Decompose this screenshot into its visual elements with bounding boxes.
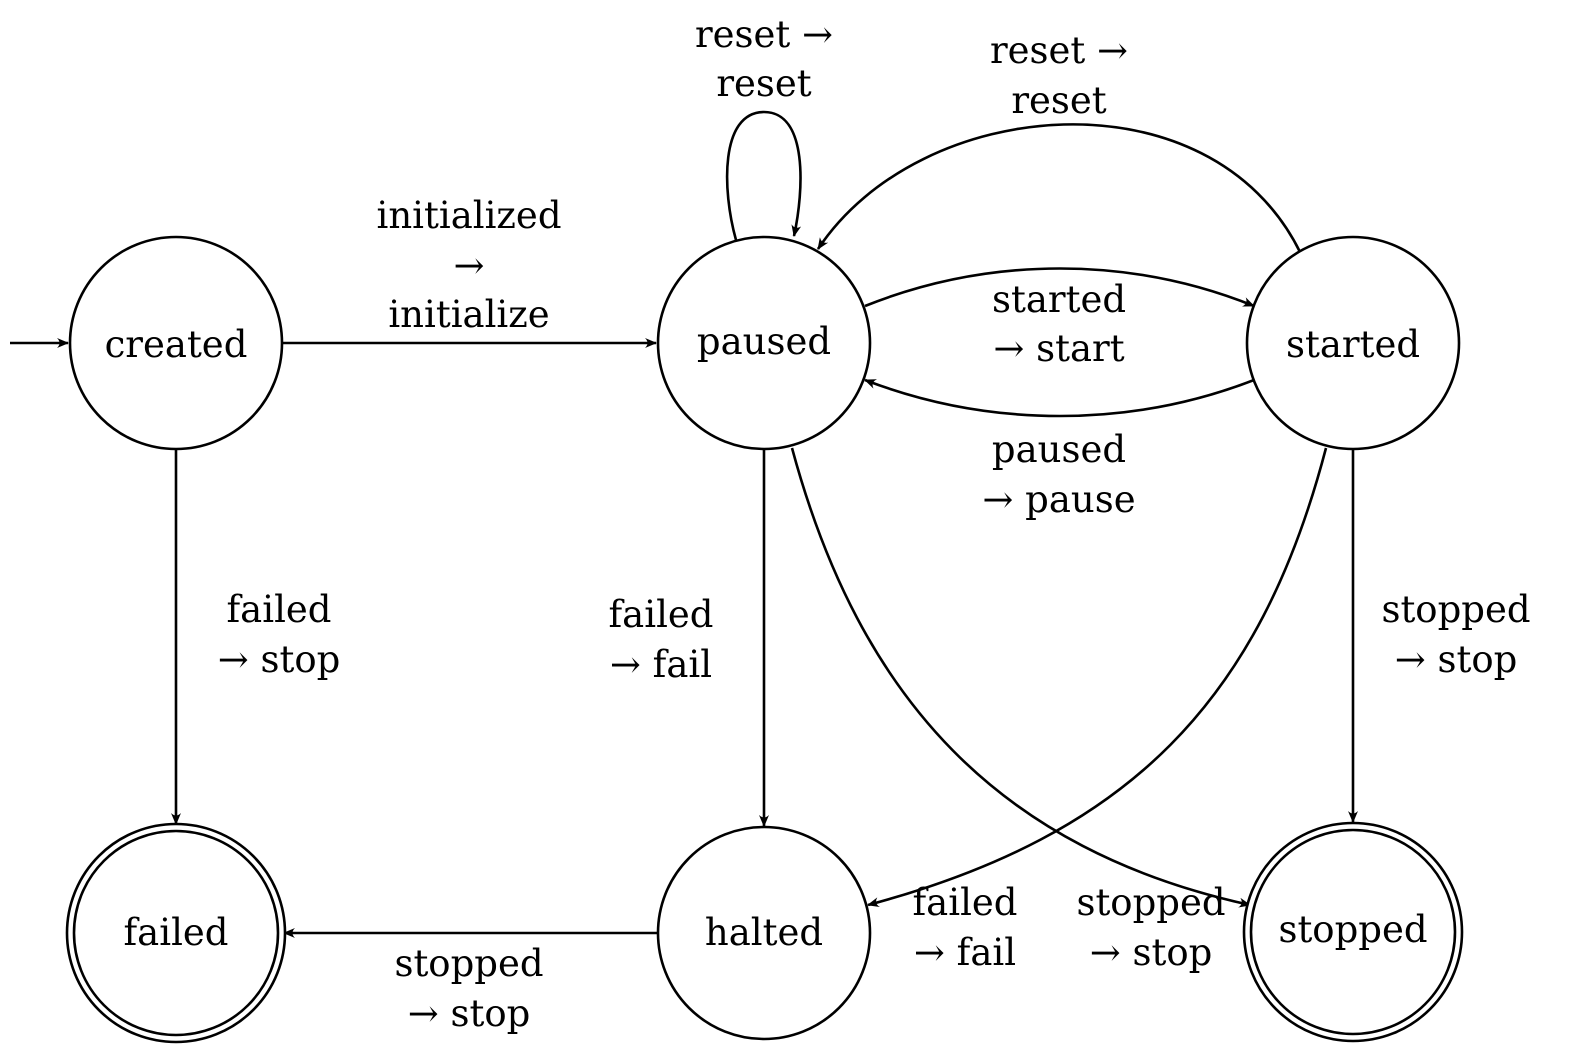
transition-label-line: reset [1011,79,1106,122]
edge-paused-self-loop [725,110,802,241]
state-label: halted [705,911,823,954]
transition-label-line: → fail [610,643,712,686]
transition-label-line: initialize [388,293,549,336]
transition-label-line: reset → [990,29,1128,72]
label-halted-failed: stopped → stop [394,942,543,1035]
transition-label-line: → start [993,327,1124,370]
state-created: created [68,235,284,451]
edge-started-paused-reset [816,123,1302,253]
transition-label-line: reset → [695,13,833,56]
label-started-halted: failed → fail [912,881,1017,974]
label-started-stopped: stopped → stop [1381,588,1530,681]
transition-label-line: → stop [408,992,531,1035]
edge-paused-stopped [790,447,1251,908]
transition-label-line: failed [226,588,331,631]
state-label: paused [697,320,831,363]
state-stopped-accepting: stopped [1242,821,1464,1043]
transition-label-line: → [453,244,484,287]
state-label: started [1286,323,1420,366]
transition-label-line: → stop [218,638,341,681]
transition-label-line: failed [912,881,1017,924]
transition-label-line: stopped [394,942,543,985]
transition-label-line: reset [716,62,811,105]
label-paused-stopped: stopped → stop [1076,881,1225,974]
transition-label-line: started [992,278,1126,321]
label-started-paused-reset: reset → reset [990,29,1128,122]
state-label: stopped [1278,908,1427,951]
transition-label-line: → pause [982,478,1135,521]
transition-label-line: → stop [1395,638,1518,681]
edge-started-halted [867,447,1328,907]
label-paused-started: started → start [992,278,1126,370]
edge-started-paused [864,378,1255,418]
transition-label-line: stopped [1381,588,1530,631]
transition-label-line: stopped [1076,881,1225,924]
edge-paused-started [864,267,1255,308]
label-created-paused: initialized → initialize [377,194,562,336]
state-started: started [1245,235,1461,451]
state-failed-accepting: failed [65,822,287,1044]
label-paused-halted: failed → fail [608,593,713,686]
state-halted: halted [656,825,872,1041]
transition-label-line: → stop [1090,931,1213,974]
label-started-paused: paused → pause [982,428,1135,521]
label-created-failed: failed → stop [218,588,341,681]
state-paused: paused [656,235,872,451]
transition-label-line: → fail [914,931,1016,974]
transition-label-line: paused [992,428,1126,471]
transition-label-line: initialized [377,194,562,237]
transition-label-line: failed [608,593,713,636]
state-label: created [105,323,248,366]
state-label: failed [123,911,228,954]
label-paused-self: reset → reset [695,13,833,105]
